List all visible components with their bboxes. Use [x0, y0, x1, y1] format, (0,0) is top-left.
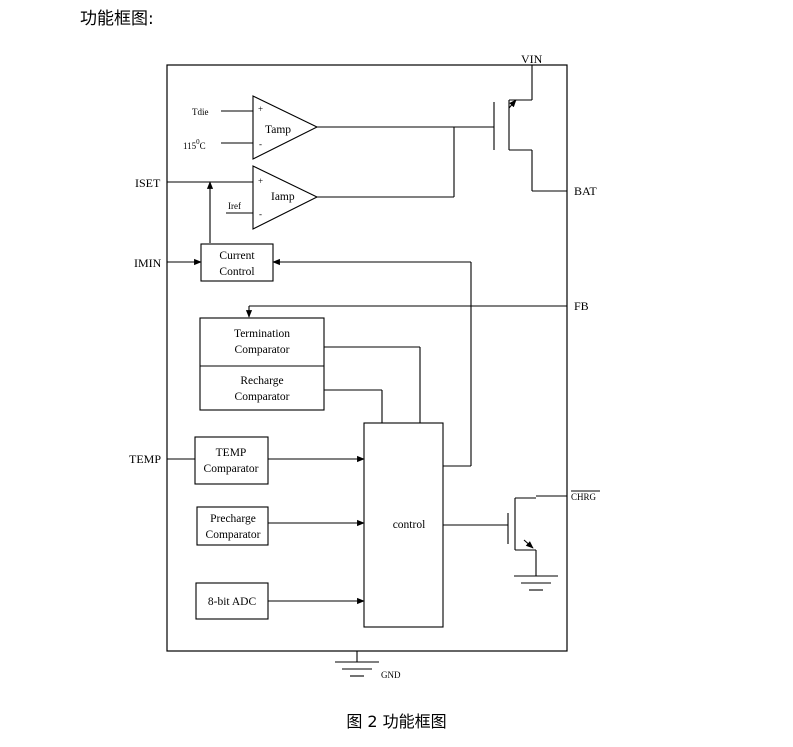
pin-imin-label: IMIN	[134, 256, 162, 270]
recharge-comparator-line1: Recharge	[240, 375, 283, 387]
fb-wire	[245, 305, 567, 318]
temp-threshold-value: 115	[183, 141, 197, 151]
current-control-line2: Control	[219, 266, 254, 278]
current-control-block	[167, 243, 472, 466]
temp-threshold-degree: 0	[196, 138, 200, 146]
termination-comparator-line1: Termination	[234, 328, 290, 340]
chrg-nmos	[443, 495, 567, 576]
termination-recharge-block	[199, 317, 421, 423]
recharge-comparator-line2: Comparator	[235, 391, 290, 403]
control-label: control	[393, 519, 426, 531]
tamp-amplifier	[221, 95, 494, 160]
pin-temp-label: TEMP	[129, 452, 161, 466]
tdie-label: Tdie	[192, 107, 209, 117]
figure-caption: 图 2 功能框图	[346, 712, 447, 731]
temp-threshold-unit: C	[200, 141, 206, 151]
pin-gnd-label: GND	[381, 670, 401, 680]
gnd-ground-icon	[335, 651, 379, 677]
precharge-comparator-line1: Precharge	[210, 513, 256, 525]
temp-comparator-line1: TEMP	[216, 447, 247, 459]
temp-comparator-line2: Comparator	[204, 463, 259, 475]
control-block	[363, 422, 471, 628]
pin-chrg-label: CHRG	[571, 492, 597, 502]
adc-block	[195, 582, 365, 620]
temp-threshold-label: 1150C	[183, 138, 206, 151]
termination-comparator-line2: Comparator	[235, 344, 290, 356]
iamp-minus-sign: -	[259, 209, 262, 219]
pin-fb-label: FB	[574, 299, 589, 313]
chrg-ground-icon	[514, 575, 558, 591]
tamp-minus-sign: -	[259, 139, 262, 149]
chip-outline	[166, 64, 568, 652]
tamp-plus-sign: +	[258, 104, 263, 114]
section-heading: 功能框图:	[80, 9, 154, 29]
iref-label: Iref	[228, 201, 241, 211]
precharge-comparator-line2: Comparator	[206, 529, 261, 541]
pin-vin-label: VIN	[521, 52, 543, 66]
iamp-label: Iamp	[271, 191, 295, 203]
iamp-plus-sign: +	[258, 176, 263, 186]
power-pmos	[493, 65, 567, 192]
current-control-line1: Current	[219, 250, 255, 262]
pin-bat-label: BAT	[574, 184, 597, 198]
temp-comparator-block	[167, 436, 365, 485]
adc-label: 8-bit ADC	[208, 596, 257, 608]
pin-iset-label: ISET	[135, 176, 161, 190]
tamp-label: Tamp	[265, 124, 291, 136]
precharge-comparator-block	[196, 506, 365, 546]
iamp-amplifier	[167, 127, 455, 243]
